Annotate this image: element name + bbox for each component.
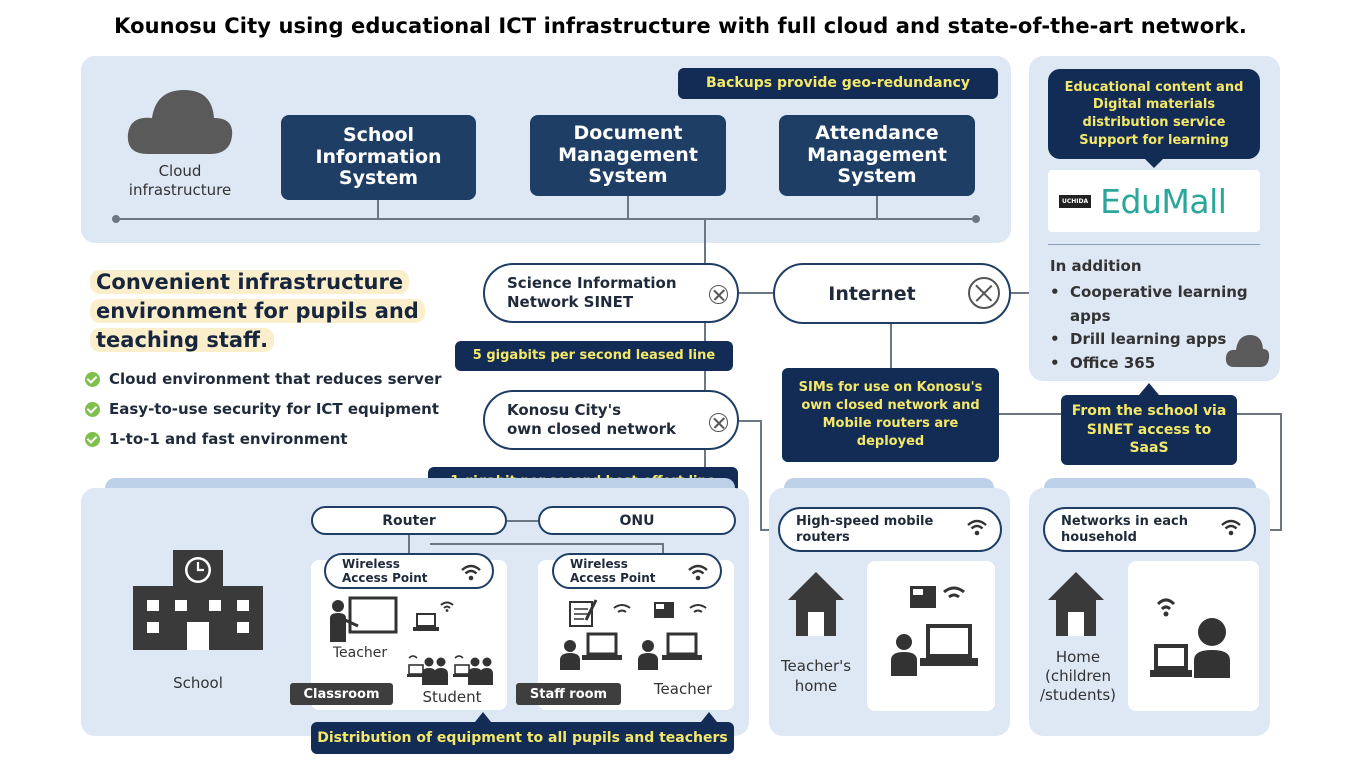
cloud-backbone-line [116, 218, 978, 220]
distribution-label: Distribution of equipment to all pupils … [311, 722, 734, 754]
connector-ams [876, 196, 878, 218]
edumall-logo-text: EduMall [1100, 181, 1227, 221]
wifi-icon [440, 601, 454, 612]
house-icon [788, 572, 844, 636]
sinet-internet-line [739, 292, 773, 294]
teacher-board-icon [330, 596, 398, 642]
check-icon [85, 431, 100, 447]
household-line-h [999, 413, 1061, 415]
staff-teacher-label: Teacher [653, 680, 713, 698]
app-item-drill: • Drill learning apps [1050, 330, 1227, 348]
saas-callout: From the school via SINET access to SaaS [1061, 395, 1237, 465]
backbone-end-left [112, 215, 120, 223]
leased-line-label: 5 gigabits per second leased line [455, 341, 733, 371]
classroom-teacher-label: Teacher [332, 645, 388, 661]
app-item-cooperative: • Cooperative learning [1050, 283, 1248, 301]
school-label: School [173, 674, 223, 692]
app-item-office: • Office 365 [1050, 353, 1156, 372]
app-item-cooperative-cont: apps [1070, 306, 1111, 325]
wifi-icon [688, 564, 708, 581]
connector-sis [377, 200, 379, 218]
house-icon [1048, 572, 1104, 636]
feature-item-security: Easy-to-use security for ICT equipment [85, 400, 439, 418]
classroom-tag: Classroom [290, 683, 393, 705]
page-title: Kounosu City using educational ICT infra… [114, 14, 1247, 38]
laptop-icon [413, 613, 439, 631]
feature-item-fast: 1-to-1 and fast environment [85, 430, 348, 448]
edumall-app-list: • Cooperative learning apps • Drill lear… [1050, 281, 1248, 375]
closed-to-home-line-v [760, 420, 762, 530]
internet-down-line [890, 324, 892, 376]
features-headline: Convenient infrastructure environment fo… [90, 268, 425, 355]
edumall-divider [1048, 244, 1260, 245]
small-cloud-icon [1225, 335, 1270, 367]
closed-to-home-line-h [739, 420, 761, 422]
router-ap-line-v2 [662, 543, 664, 553]
router-ap-line-h [430, 543, 663, 545]
cloud-icon [127, 90, 233, 154]
student-label: Student [422, 688, 482, 706]
router-onu-line [507, 520, 538, 522]
onu-pill: ONU [538, 506, 736, 535]
sims-callout: SIMs for use on Konosu's own closed netw… [782, 368, 999, 462]
check-icon [85, 371, 100, 387]
teacher-at-laptop-icon [891, 586, 978, 676]
wifi-icon [461, 564, 481, 581]
saas-callout-tail [1139, 383, 1159, 395]
check-icon [85, 401, 100, 417]
router-ap-line-v1 [408, 535, 410, 553]
household-line-h2 [1237, 413, 1281, 415]
distribution-tail-right [701, 712, 717, 722]
internet-edumall-line [1011, 292, 1029, 294]
closed-network-router-icon [709, 413, 728, 432]
sinet-router-icon [709, 285, 728, 304]
wifi-icon [1221, 519, 1241, 536]
edumall-callout-tail [1144, 158, 1164, 168]
connector-dms [627, 196, 629, 218]
household-line-v [1280, 413, 1282, 530]
school-building-icon [133, 550, 263, 650]
household-device-box [1128, 561, 1259, 711]
uchida-logo: UCHIDA [1059, 194, 1092, 208]
staff-room-tag: Staff room [516, 683, 621, 705]
wifi-icon [967, 519, 987, 536]
cloud-infrastructure-label: Cloud infrastructure [128, 162, 232, 199]
staff-work-icon [560, 599, 707, 670]
backups-note: Backups provide geo-redundancy [678, 68, 998, 99]
feature-item-cloud: Cloud environment that reduces server [85, 370, 442, 388]
backbone-end-right [972, 215, 980, 223]
household-label: Home (children /students) [1039, 648, 1117, 704]
edumall-callout: Educational content and Digital material… [1048, 69, 1260, 159]
edumall-logo-box: UCHIDA EduMall [1048, 170, 1260, 232]
internet-router-icon [968, 277, 1000, 309]
in-addition-label: In addition [1050, 257, 1142, 275]
router-pill: Router [311, 506, 507, 535]
student-group-icon [407, 655, 493, 685]
distribution-tail-left [475, 712, 491, 722]
student-at-laptop-icon [1150, 598, 1230, 678]
